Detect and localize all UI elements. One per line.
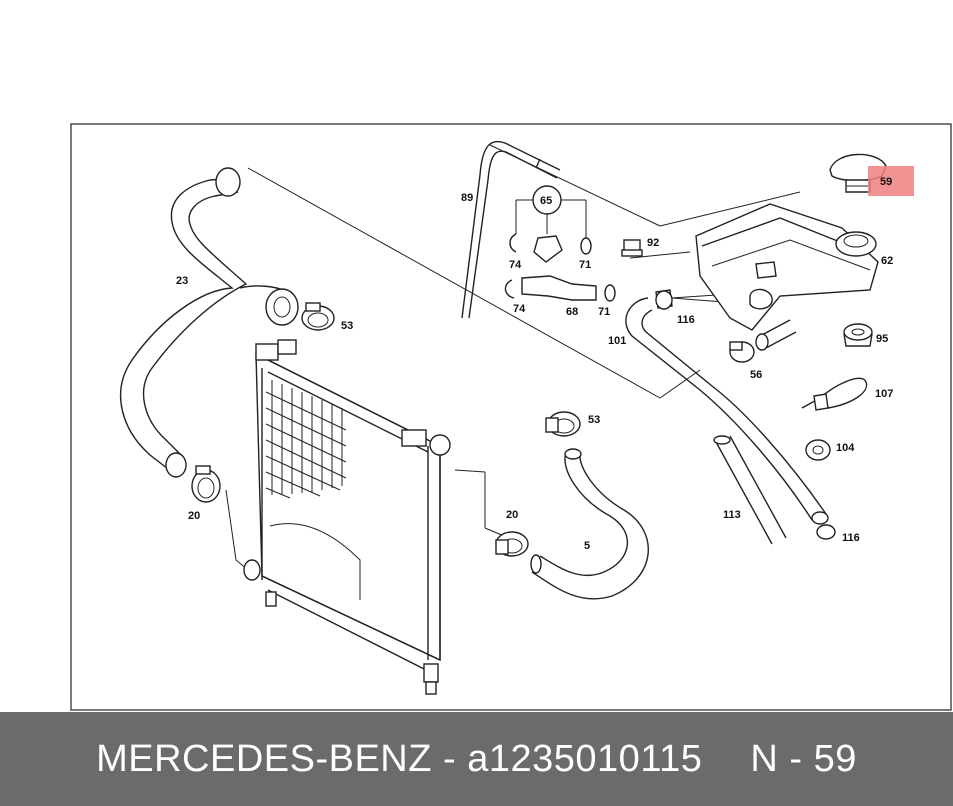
position-number: N - 59 bbox=[750, 737, 857, 780]
footer-caption: MERCEDES-BENZ - a1235010115 N - 59 bbox=[0, 712, 953, 806]
part-number: a1235010115 bbox=[467, 737, 703, 780]
callout-65: 65 bbox=[540, 195, 552, 207]
callout-116-a: 116 bbox=[677, 314, 695, 326]
callout-20-a: 20 bbox=[188, 510, 200, 522]
footer-bar: MERCEDES-BENZ - a1235010115 N - 59 bbox=[0, 712, 953, 806]
callout-113: 113 bbox=[723, 509, 741, 521]
grommet-104 bbox=[805, 439, 831, 461]
callout-71-b: 71 bbox=[598, 306, 610, 318]
hose-89 bbox=[461, 140, 561, 319]
grommet-95 bbox=[843, 323, 873, 347]
hose-101 bbox=[625, 289, 829, 525]
callout-20-b: 20 bbox=[506, 509, 518, 521]
callout-labels: 23 53 20 89 65 74 71 74 68 71 92 59 62 1… bbox=[176, 176, 893, 552]
callout-104: 104 bbox=[836, 442, 855, 454]
clamp-116-b bbox=[816, 524, 836, 540]
hose-113 bbox=[713, 435, 787, 545]
callout-71-a: 71 bbox=[579, 259, 591, 271]
callout-5: 5 bbox=[584, 540, 590, 552]
footer-dash: - bbox=[443, 737, 457, 780]
brand-name: MERCEDES-BENZ bbox=[96, 737, 432, 780]
diagram-frame bbox=[70, 123, 952, 711]
callout-89: 89 bbox=[461, 192, 473, 204]
radiator bbox=[243, 339, 451, 695]
clamp-20-a bbox=[191, 465, 221, 503]
clamp-116-a bbox=[655, 290, 673, 310]
callout-59: 59 bbox=[880, 176, 892, 188]
callout-101: 101 bbox=[608, 335, 626, 347]
clamp-20-b bbox=[495, 531, 529, 557]
clamp-53-a bbox=[301, 302, 335, 331]
bolt-92 bbox=[621, 239, 643, 257]
callout-107: 107 bbox=[875, 388, 893, 400]
callout-53-a: 53 bbox=[341, 320, 353, 332]
callout-53-b: 53 bbox=[588, 414, 600, 426]
hose-23 bbox=[119, 167, 299, 478]
callout-62: 62 bbox=[881, 255, 893, 267]
tie-strap-107 bbox=[801, 377, 868, 411]
callout-68: 68 bbox=[566, 306, 578, 318]
callout-95: 95 bbox=[876, 333, 888, 345]
callout-74-a: 74 bbox=[509, 259, 522, 271]
callout-56: 56 bbox=[750, 369, 762, 381]
callout-23: 23 bbox=[176, 275, 188, 287]
clamp-53-b bbox=[545, 411, 581, 437]
callout-59-highlight bbox=[868, 166, 914, 196]
callout-74-b: 74 bbox=[513, 303, 526, 315]
clamp-56 bbox=[729, 341, 755, 363]
sensor-group bbox=[504, 185, 616, 302]
callout-92: 92 bbox=[647, 237, 659, 249]
expansion-tank-62 bbox=[695, 203, 879, 351]
hose-5 bbox=[530, 448, 649, 600]
parts-diagram: 23 53 20 89 65 74 71 74 68 71 92 59 62 1… bbox=[70, 123, 952, 711]
callout-116-b: 116 bbox=[842, 532, 860, 544]
